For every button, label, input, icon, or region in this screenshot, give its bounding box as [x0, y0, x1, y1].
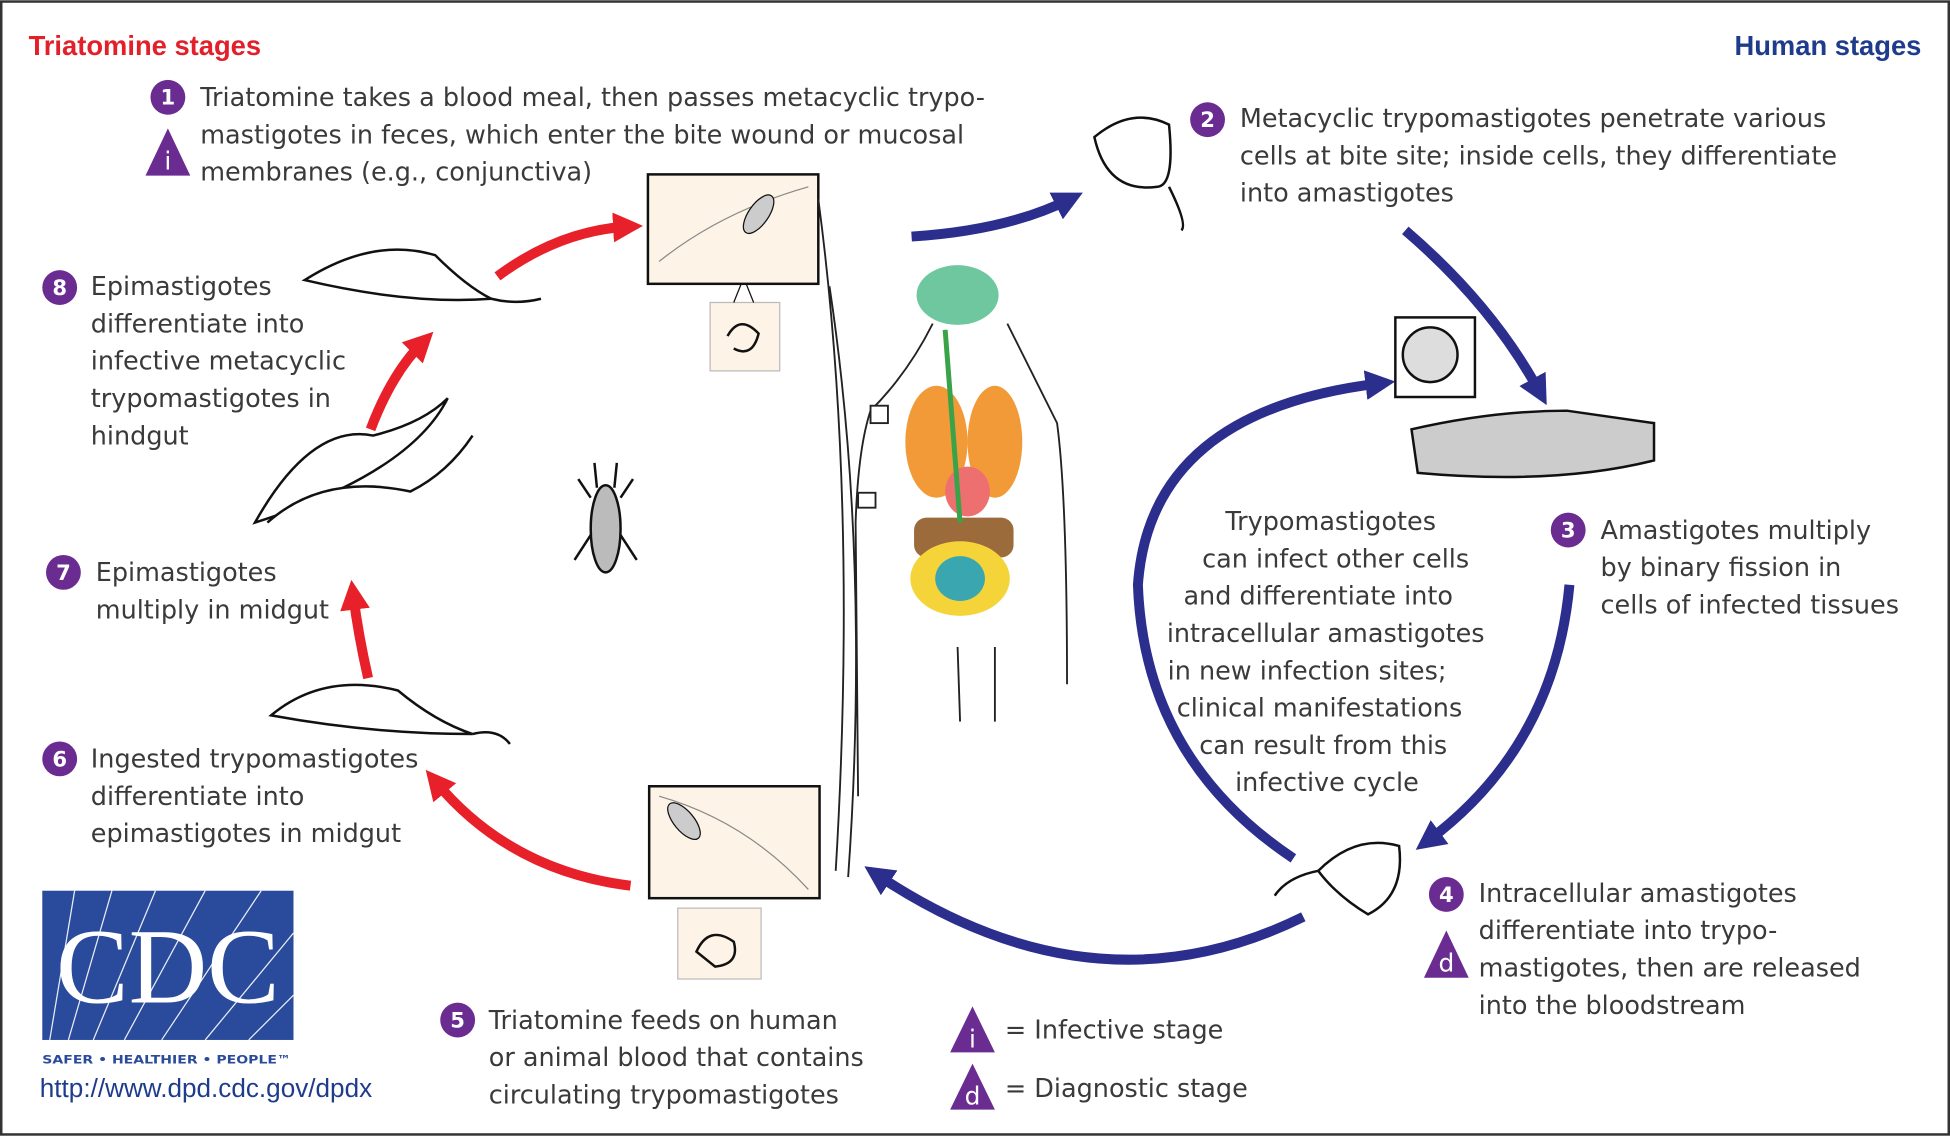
svg-text:Trypomastigotes: Trypomastigotes	[1224, 507, 1436, 537]
diagnostic-stage-marker-icon: d	[1423, 930, 1469, 978]
svg-text:infective cycle: infective cycle	[1235, 768, 1419, 798]
svg-text:in new infection sites;: in new infection sites;	[1168, 656, 1447, 686]
svg-text:7: 7	[56, 560, 71, 585]
svg-text:and differentiate into: and differentiate into	[1183, 582, 1453, 612]
step-5-badge: 5	[440, 1002, 476, 1038]
blue-arrow-reinfection	[1132, 370, 1396, 863]
svg-text:hindgut: hindgut	[91, 421, 189, 451]
step-4-badge: 4	[1428, 877, 1464, 912]
bite-illustration-top	[646, 173, 820, 372]
svg-text:Amastigotes multiply: Amastigotes multiply	[1601, 516, 1872, 546]
svg-text:differentiate into trypo-: differentiate into trypo-	[1479, 916, 1778, 946]
step-4-text: Intracellular amastigotes differentiate i…	[1479, 879, 1861, 1021]
legend-infective-icon: i	[950, 1006, 995, 1053]
dpdx-url-link[interactable]: http://www.dpd.cdc.gov/dpdx	[40, 1073, 372, 1103]
cdc-logo: CDC SAFER • HEALTHIER • PEOPLE™	[42, 890, 294, 1067]
step-2-text: Metacyclic trypomastigotes penetrate var…	[1240, 104, 1837, 209]
step-2-badge: 2	[1190, 102, 1225, 138]
svg-text:differentiate into: differentiate into	[91, 782, 305, 812]
cdc-slogan: SAFER • HEALTHIER • PEOPLE™	[42, 1053, 291, 1067]
svg-text:cells of infected tissues: cells of infected tissues	[1601, 590, 1899, 620]
svg-text:mastigotes in feces, which ent: mastigotes in feces, which enter the bit…	[200, 120, 964, 150]
blue-arrow-2	[911, 192, 1083, 242]
legend-diagnostic-icon: d	[950, 1063, 995, 1111]
svg-text:d: d	[1438, 949, 1454, 978]
parasite-illustrations	[252, 116, 1656, 916]
blue-arrow-5	[864, 866, 1306, 965]
svg-text:d: d	[965, 1082, 981, 1111]
red-arrow-7	[340, 579, 373, 680]
legend-infective-label: = Infective stage	[1005, 1016, 1223, 1046]
human-stages-header: Human stages	[1734, 30, 1921, 61]
step-1-text: Triatomine takes a blood meal, then pass…	[199, 83, 985, 188]
svg-text:2: 2	[1200, 107, 1215, 132]
svg-text:multiply in midgut: multiply in midgut	[96, 595, 329, 625]
step-6-badge: 6	[42, 741, 78, 777]
red-arrow-8	[365, 331, 434, 432]
bite-illustration-bottom	[647, 785, 821, 980]
svg-text:mastigotes, then are released: mastigotes, then are released	[1479, 954, 1861, 984]
step-badges: 1 2 3 4 5 6 7 8 i d	[42, 79, 1586, 1038]
step-3-text: Amastigotes multiply by binary fission in…	[1601, 516, 1899, 621]
svg-text:into the bloodstream: into the bloodstream	[1479, 991, 1746, 1021]
svg-text:3: 3	[1561, 518, 1576, 543]
step-8-badge: 8	[42, 270, 78, 305]
svg-text:6: 6	[52, 746, 67, 771]
triatomine-bug-icon	[573, 462, 638, 574]
reinfection-note: Trypomastigotes can infect other cells a…	[1167, 507, 1485, 798]
svg-text:Metacyclic trypomastigotes pen: Metacyclic trypomastigotes penetrate var…	[1240, 104, 1826, 134]
svg-text:or animal blood that contains: or animal blood that contains	[489, 1043, 864, 1073]
step-7-text: Epimastigotes multiply in midgut	[96, 558, 329, 625]
blue-arrow-4	[1415, 584, 1575, 850]
svg-text:Epimastigotes: Epimastigotes	[96, 558, 277, 588]
svg-text:8: 8	[52, 275, 67, 300]
svg-text:membranes (e.g., conjunctiva): membranes (e.g., conjunctiva)	[200, 158, 592, 188]
svg-text:differentiate into: differentiate into	[91, 309, 305, 339]
legend: i = Infective stage d = Diagnostic stage	[950, 1006, 1248, 1111]
cycle-arrows	[340, 192, 1575, 965]
svg-text:trypomastigotes in: trypomastigotes in	[91, 384, 331, 414]
svg-text:into amastigotes: into amastigotes	[1240, 179, 1454, 209]
triatomine-stages-header: Triatomine stages	[29, 30, 262, 61]
svg-text:1: 1	[161, 85, 176, 110]
svg-text:can result from this: can result from this	[1199, 731, 1447, 761]
legend-diagnostic-label: = Diagnostic stage	[1005, 1074, 1248, 1104]
svg-text:cells at bite site; inside cel: cells at bite site; inside cells, they d…	[1240, 141, 1837, 171]
red-arrow-1	[494, 212, 643, 281]
svg-text:by binary fission in: by binary fission in	[1601, 553, 1842, 583]
svg-text:i: i	[969, 1024, 976, 1053]
svg-text:intracellular amastigotes: intracellular amastigotes	[1167, 619, 1485, 649]
svg-text:can infect other cells: can infect other cells	[1202, 544, 1469, 574]
step-6-text: Ingested trypomastigotes differentiate in…	[91, 745, 419, 850]
step-5-text: Triatomine feeds on human or animal blood…	[488, 1006, 864, 1111]
svg-text:Triatomine feeds on human: Triatomine feeds on human	[488, 1006, 838, 1036]
svg-text:4: 4	[1439, 882, 1454, 907]
svg-text:CDC: CDC	[56, 909, 280, 1027]
step-1-badge: 1	[150, 79, 186, 115]
step-7-badge: 7	[46, 554, 81, 590]
svg-text:circulating trypomastigotes: circulating trypomastigotes	[489, 1080, 839, 1110]
svg-text:clinical manifestations: clinical manifestations	[1177, 694, 1463, 724]
svg-text:Ingested trypomastigotes: Ingested trypomastigotes	[91, 745, 419, 775]
human-body-illustration	[817, 199, 1068, 878]
infective-stage-marker-icon: i	[145, 128, 191, 176]
svg-text:5: 5	[450, 1008, 465, 1033]
svg-text:infective metacyclic: infective metacyclic	[91, 347, 346, 377]
red-arrow-6	[425, 769, 632, 891]
svg-text:epimastigotes in midgut: epimastigotes in midgut	[91, 819, 401, 849]
svg-text:Intracellular amastigotes: Intracellular amastigotes	[1479, 879, 1797, 909]
step-8-text: Epimastigotes differentiate into infective…	[91, 272, 346, 451]
svg-text:Epimastigotes: Epimastigotes	[91, 272, 272, 302]
svg-text:Triatomine takes a blood meal,: Triatomine takes a blood meal, then pass…	[199, 83, 985, 113]
svg-text:i: i	[164, 146, 171, 175]
step-3-badge: 3	[1550, 512, 1586, 548]
blue-arrow-3	[1402, 226, 1547, 406]
